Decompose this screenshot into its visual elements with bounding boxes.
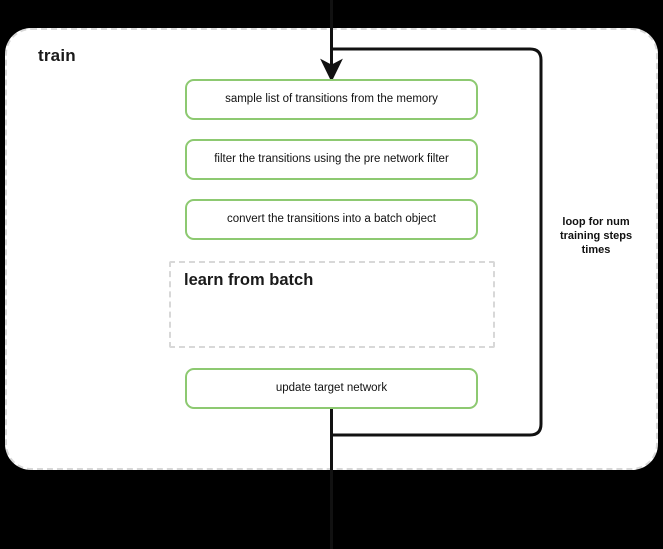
step-label: filter the transitions using the pre net…	[214, 152, 449, 165]
loop-label: loop for num training steps times	[546, 215, 646, 257]
group-learn-from-batch[interactable]: learn from batch	[169, 261, 495, 348]
step-label: convert the transitions into a batch obj…	[226, 212, 437, 225]
step-box-sample[interactable]: sample list of transitions from the memo…	[185, 79, 478, 120]
step-label: sample list of transitions from the memo…	[225, 92, 438, 105]
loop-label-line-1: loop for num	[562, 216, 630, 228]
page-title: train	[38, 46, 76, 65]
step-box-convert[interactable]: convert the transitions into a batch obj…	[185, 199, 478, 240]
step-box-filter[interactable]: filter the transitions using the pre net…	[185, 139, 478, 180]
step-label: update target network	[275, 381, 388, 394]
loop-label-line-2: training steps	[559, 230, 633, 243]
step-box-update-target-network[interactable]: update target network	[185, 368, 478, 409]
loop-label-line-3: times	[581, 244, 611, 257]
group-title: learn from batch	[184, 271, 314, 289]
